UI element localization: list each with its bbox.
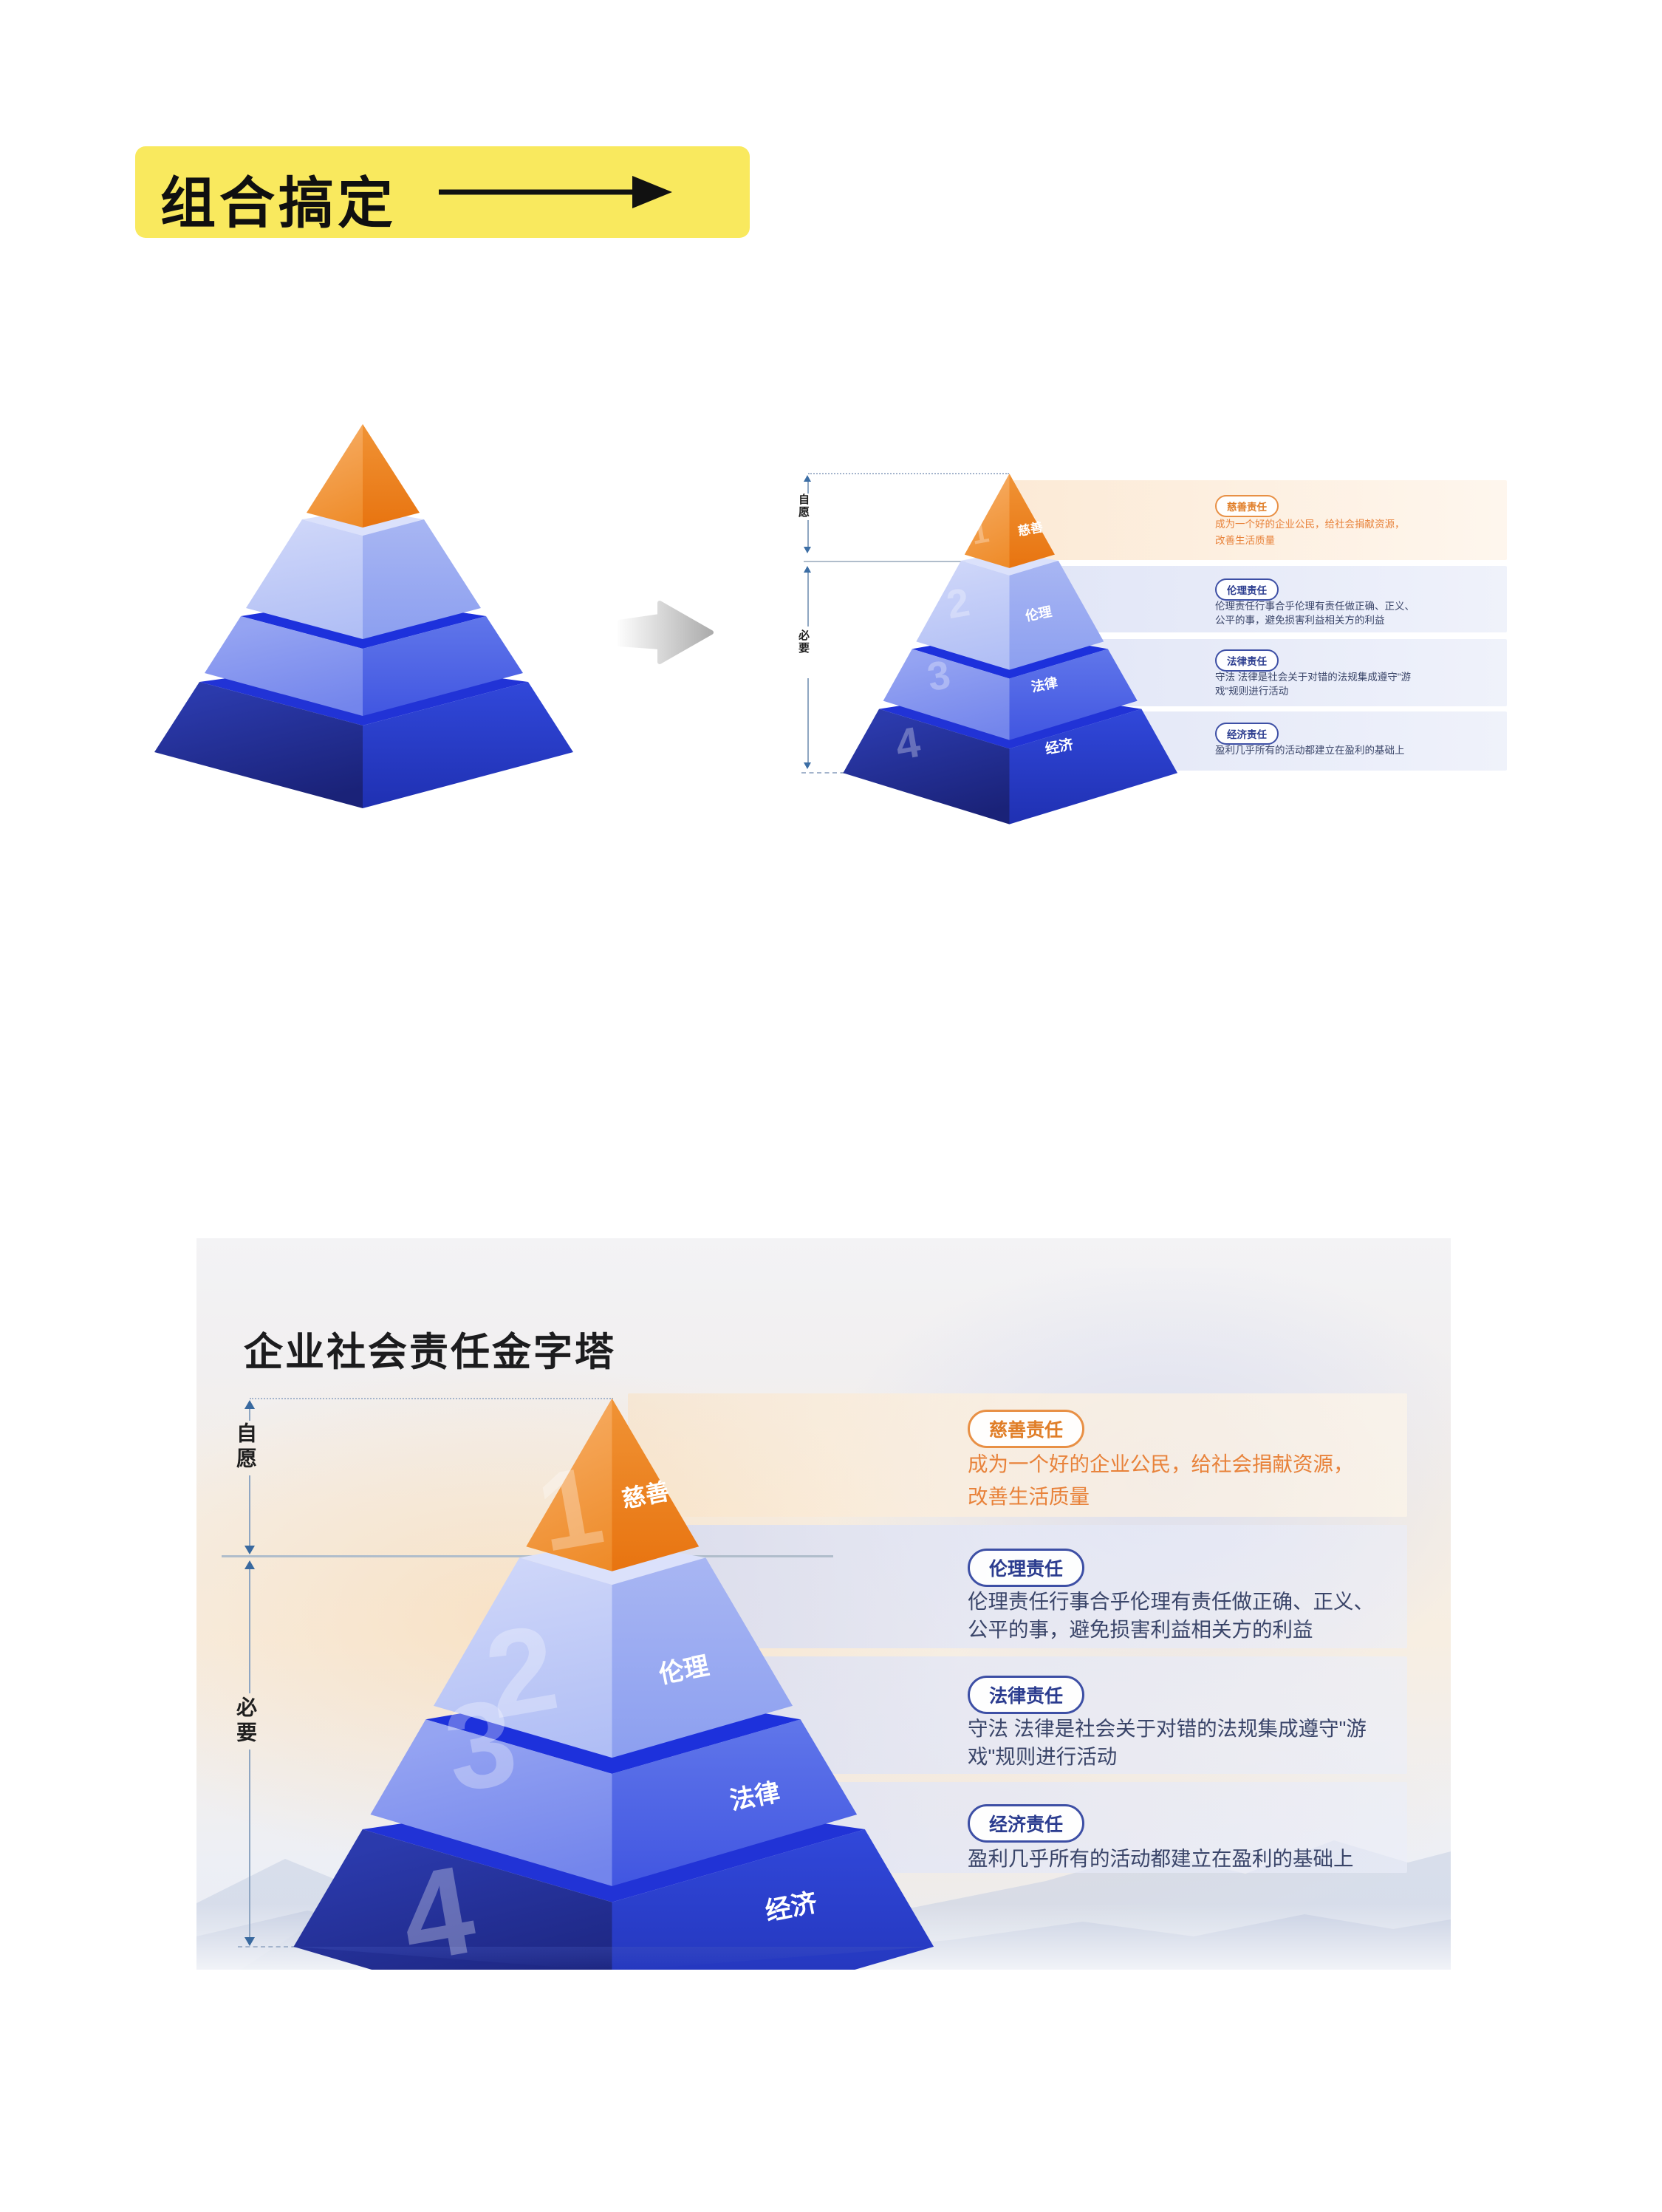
arrow-down-icon	[244, 1937, 255, 1946]
economic-desc-line1: 盈利几乎所有的活动都建立在盈利的基础上	[968, 1847, 1354, 1870]
ethics-desc-line1: 伦理责任行事合乎伦理有责任做正确、正义、	[968, 1590, 1374, 1613]
arrow-down-icon	[804, 762, 811, 769]
dim-line-mid	[804, 561, 968, 562]
dim-seg	[807, 520, 809, 547]
measure-label-voluntary: 自愿	[234, 1422, 257, 1472]
pill-legal: 法律责任	[1215, 649, 1279, 672]
ethics-desc-line2: 公平的事，避免损害利益相关方的利益	[968, 1618, 1313, 1641]
arrow-up-icon	[804, 475, 811, 482]
charity-desc-line2: 改善生活质量	[1215, 535, 1275, 546]
arrow-right-icon	[439, 176, 672, 208]
dim-seg	[807, 573, 809, 627]
pyramid-3d-small	[843, 474, 1178, 825]
arrow-up-icon	[244, 1400, 255, 1409]
measure-label-required-small: 必要	[797, 629, 810, 655]
pyramid-3d-main	[293, 1398, 934, 1970]
badge-label: 组合搞定	[160, 172, 397, 234]
economic-desc-line1: 盈利几乎所有的活动都建立在盈利的基础上	[1215, 745, 1405, 756]
band-charity-small	[1013, 480, 1507, 560]
arrow-up-icon	[244, 1560, 255, 1569]
measure-label-required: 必要	[234, 1696, 257, 1747]
pyramid-3d-illustration	[154, 424, 573, 808]
ethics-desc-line2: 公平的事，避免损害利益相关方的利益	[1215, 615, 1385, 626]
pill-charity: 慈善责任	[1215, 495, 1279, 517]
dim-seg	[249, 1475, 250, 1546]
dim-line-top	[808, 473, 1009, 474]
arrow-down-icon	[804, 547, 811, 553]
charity-desc-line1: 成为一个好的企业公民，给社会捐献资源，	[968, 1453, 1354, 1475]
dim-line-top	[250, 1398, 613, 1399]
dim-seg	[807, 678, 809, 762]
ethics-desc-line1: 伦理责任行事合乎伦理有责任做正确、正义、	[1215, 601, 1415, 612]
arrow-down-icon	[244, 1546, 255, 1554]
dim-seg	[249, 1409, 250, 1421]
pill-legal: 法律责任	[968, 1676, 1085, 1714]
pill-economic: 经济责任	[968, 1804, 1085, 1843]
dim-line-base	[801, 772, 868, 774]
dim-seg	[249, 1569, 250, 1693]
pill-ethics: 伦理责任	[1215, 578, 1279, 601]
measure-label-voluntary-small: 自愿	[797, 494, 810, 519]
legal-desc-line1: 守法 法律是社会关于对错的法规集成遵守"游	[1215, 672, 1412, 683]
page-title: 企业社会责任金字塔	[244, 1331, 616, 1374]
dim-seg	[249, 1750, 250, 1937]
legal-desc-line2: 戏"规则进行活动	[968, 1745, 1118, 1768]
legal-desc-line2: 戏"规则进行活动	[1215, 686, 1289, 697]
pill-economic: 经济责任	[1215, 723, 1279, 745]
dim-seg	[807, 482, 809, 494]
arrow-up-icon	[804, 566, 811, 573]
section-badge: 组合搞定	[135, 146, 750, 238]
pill-charity: 慈善责任	[968, 1410, 1085, 1448]
legal-desc-line1: 守法 法律是社会关于对错的法规集成遵守"游	[968, 1717, 1367, 1740]
pill-ethics: 伦理责任	[968, 1549, 1085, 1587]
slide: 企业社会责任金字塔 自愿 必要 1 2 3 4 慈善 伦理 法律 经济 慈善责任…	[196, 1238, 1451, 1970]
charity-desc-line2: 改善生活质量	[968, 1485, 1090, 1508]
transform-arrow-icon	[617, 601, 714, 664]
charity-desc-line1: 成为一个好的企业公民，给社会捐献资源，	[1215, 519, 1405, 530]
dim-line-base	[238, 1946, 334, 1948]
